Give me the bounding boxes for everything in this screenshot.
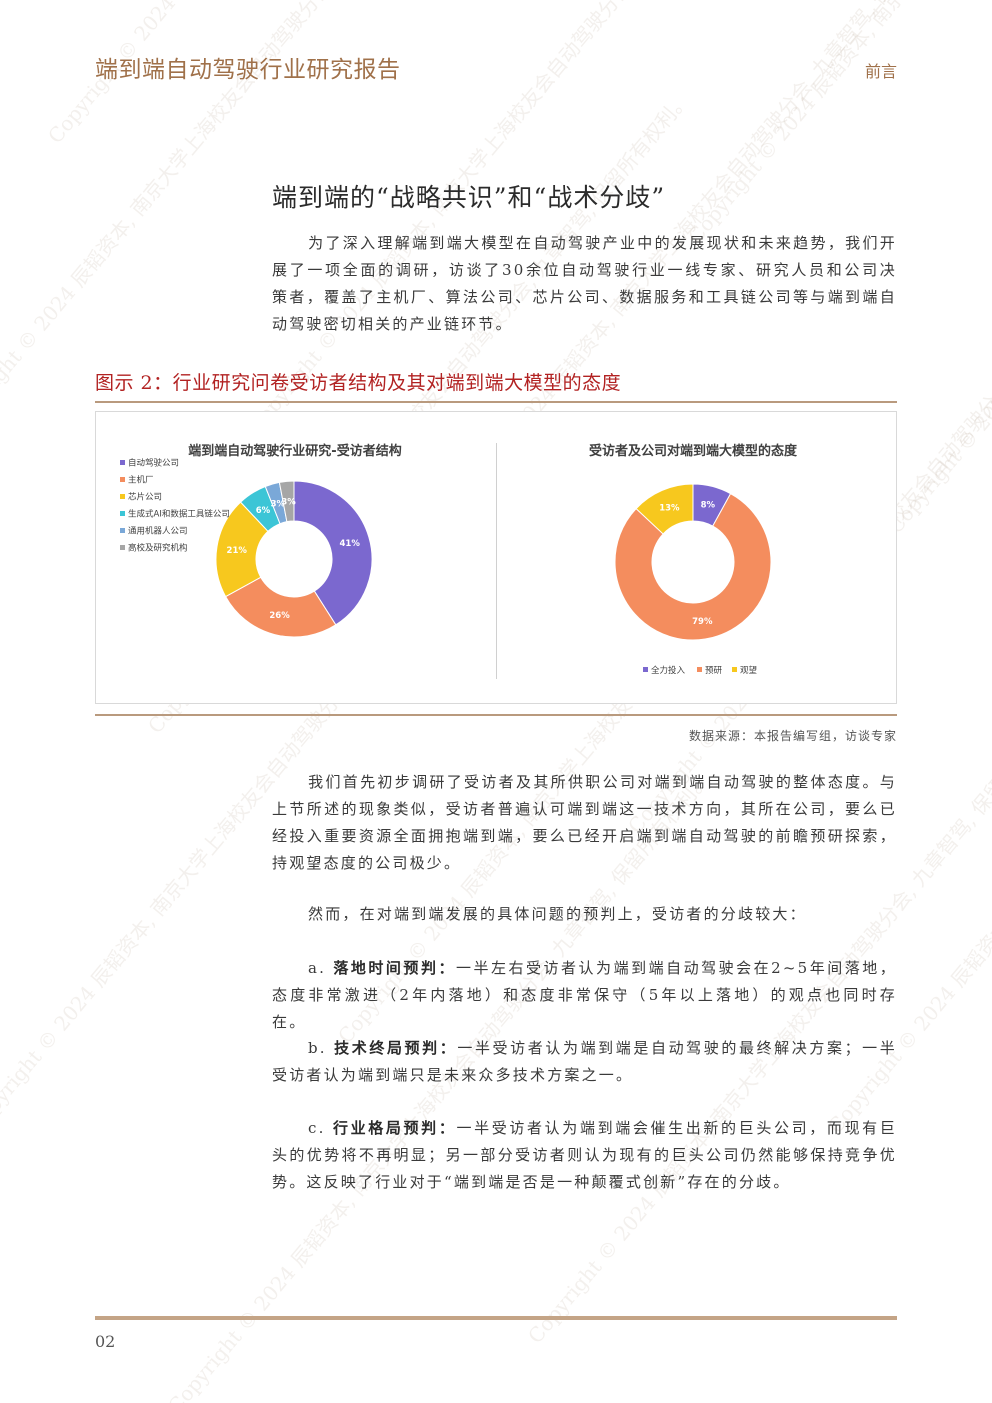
point-c: c. 行业格局预判：一半受访者认为端到端会催生出新的巨头公司，而现有巨头的优势将… (272, 1115, 897, 1196)
pie-slice (224, 576, 337, 638)
attitude-chart: 受访者及公司对端到端大模型的态度 8% 79% 13% 全力投入 预研 观望 (589, 443, 798, 676)
legend-entry: 自动驾驶公司 (128, 458, 179, 469)
point-b-text: 一半受访者认为端到端是自动驾驶的最终解决方案；一半受访者认为端到端只是未来众多技… (272, 1039, 897, 1084)
intro-paragraph: 为了深入理解端到端大模型在自动驾驶产业中的发展现状和未来趋势，我们开展了一项全面… (272, 230, 897, 338)
legend-entry: 观望 (740, 665, 758, 676)
legend-marker (120, 528, 125, 533)
watermark-text: Copyright © 2024 辰韬资本, 南京大学上海校友会自动驾驶分会, … (680, 0, 992, 249)
point-a-prefix: a. (308, 959, 334, 977)
data-label: 13% (659, 503, 680, 513)
section-heading: 端到端的“战略共识”和“战术分歧” (272, 183, 666, 212)
figure-top-rule (95, 401, 897, 403)
chart-title: 受访者及公司对端到端大模型的态度 (589, 443, 798, 459)
legend-marker (643, 667, 648, 672)
legend-entry: 生成式AI和数据工具链公司 (128, 509, 230, 520)
data-label: 3% (271, 499, 286, 509)
point-b-prefix: b. (308, 1039, 335, 1057)
legend-entry: 全力投入 (651, 665, 686, 676)
data-label: 8% (701, 500, 716, 510)
legend-marker (697, 667, 702, 672)
data-source: 数据来源：本报告编写组，访谈专家 (688, 729, 897, 743)
intro-text: 为了深入理解端到端大模型在自动驾驶产业中的发展现状和未来趋势，我们开展了一项全面… (272, 234, 897, 333)
pie-slice (635, 483, 694, 535)
figure-bottom-rule (95, 714, 897, 716)
chart-divider (496, 443, 497, 679)
paragraph-2: 然而，在对端到端发展的具体问题的预判上，受访者的分歧较大： (272, 901, 897, 928)
legend-entry: 芯片公司 (128, 492, 162, 503)
pie-slice (293, 480, 373, 626)
data-label: 21% (227, 546, 248, 556)
legend-entry: 预研 (705, 665, 723, 676)
legend-marker (120, 511, 125, 516)
footer-rule (95, 1316, 897, 1320)
data-label: 26% (269, 611, 290, 621)
data-label: 6% (256, 506, 271, 516)
point-c-label: 行业格局预判： (332, 1119, 457, 1137)
data-label: 3% (281, 497, 296, 507)
legend-entry: 高校及研究机构 (128, 543, 188, 554)
legend-marker (120, 494, 125, 499)
legend-marker (120, 477, 125, 482)
pie-slice (614, 492, 772, 641)
section-label: 前言 (864, 62, 897, 81)
report-title: 端到端自动驾驶行业研究报告 (95, 57, 401, 83)
legend-entry: 主机厂 (128, 475, 154, 486)
page-number: 02 (95, 1332, 116, 1351)
paragraph-1-text: 我们首先初步调研了受访者及其所供职公司对端到端自动驾驶的整体态度。与上节所述的现… (272, 773, 897, 872)
respondent-structure-chart: 端到端自动驾驶行业研究-受访者结构41%26%21%6%3%3%自动驾驶公司主机… (120, 443, 402, 638)
paragraph-1: 我们首先初步调研了受访者及其所供职公司对端到端自动驾驶的整体态度。与上节所述的现… (272, 769, 897, 877)
legend-marker (120, 460, 125, 465)
legend-marker (732, 667, 737, 672)
point-a-label: 落地时间预判： (333, 959, 456, 977)
point-c-text: 一半受访者认为端到端会催生出新的巨头公司，而现有巨头的优势将不再明显；另一部分受… (272, 1119, 897, 1191)
chart-title: 端到端自动驾驶行业研究-受访者结构 (188, 443, 401, 459)
data-label: 41% (340, 539, 361, 549)
data-label: 79% (692, 617, 713, 627)
point-b-label: 技术终局预判： (334, 1039, 458, 1057)
paragraph-2-text: 然而，在对端到端发展的具体问题的预判上，受访者的分歧较大： (308, 905, 807, 923)
legend-marker (120, 545, 125, 550)
point-a: a. 落地时间预判：一半左右受访者认为端到端自动驾驶会在2~5年间落地，态度非常… (272, 955, 897, 1036)
point-c-prefix: c. (308, 1119, 333, 1137)
pie-slice (278, 480, 295, 523)
point-a-text: 一半左右受访者认为端到端自动驾驶会在2~5年间落地，态度非常激进（2年内落地）和… (272, 959, 897, 1031)
figure-title: 图示 2：行业研究问卷受访者结构及其对端到端大模型的态度 (95, 372, 622, 394)
point-b: b. 技术终局预判：一半受访者认为端到端是自动驾驶的最终解决方案；一半受访者认为… (272, 1035, 897, 1089)
legend-entry: 通用机器人公司 (128, 526, 188, 537)
